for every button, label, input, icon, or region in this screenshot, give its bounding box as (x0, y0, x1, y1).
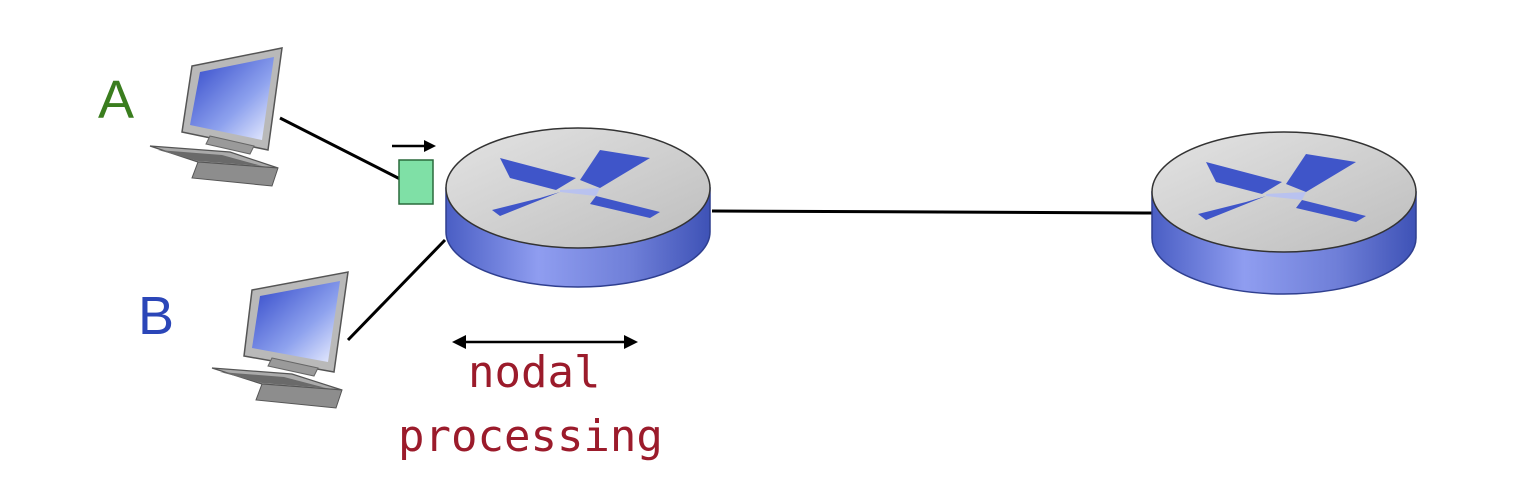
host-a-label: A (98, 70, 134, 130)
link-router1-router2 (711, 209, 1156, 215)
packet-box (398, 159, 434, 205)
link-a-router1 (279, 116, 403, 182)
router-1-icon (445, 127, 711, 288)
host-b-computer-icon (211, 271, 349, 409)
caption-line1: nodal (468, 347, 600, 398)
processing-span-arrow-icon (452, 335, 638, 349)
caption-line2: processing (398, 411, 663, 462)
host-a-computer-icon (149, 47, 283, 187)
host-b-label: B (138, 286, 174, 346)
packet-direction-arrow-icon (392, 140, 436, 152)
router-2-icon (1151, 131, 1417, 295)
link-b-router1 (346, 238, 447, 342)
